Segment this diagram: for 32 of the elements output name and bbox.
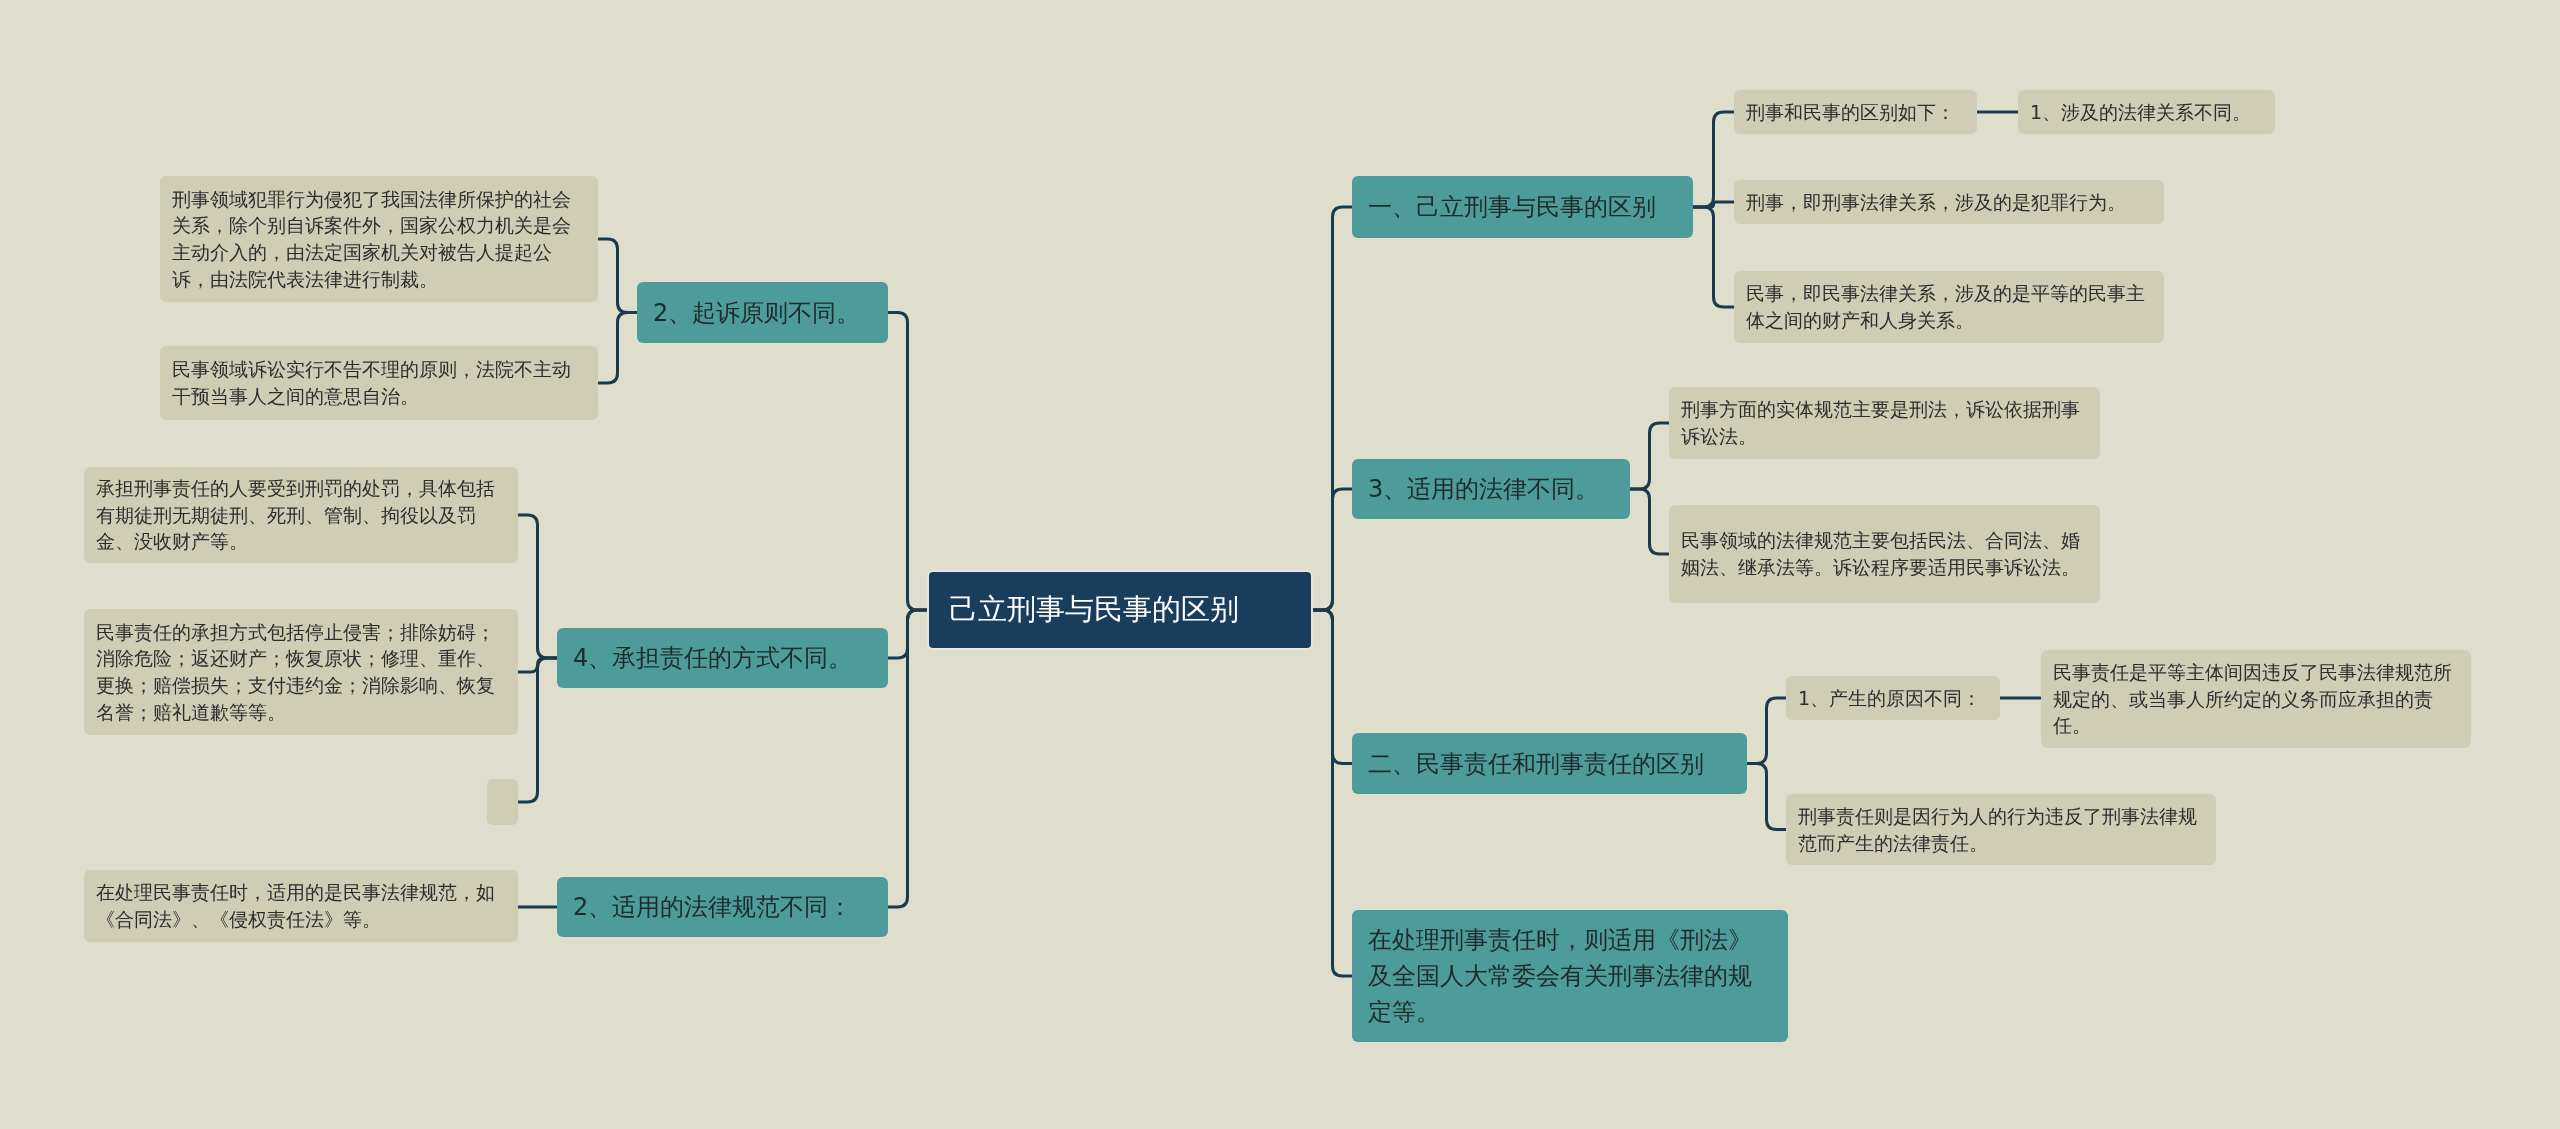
topic-box: 3、适用的法律不同。	[1352, 459, 1630, 519]
note-box: 刑事责任则是因行为人的行为违反了刑事法律规范而产生的法律责任。	[1786, 794, 2216, 865]
connector-line	[1693, 205, 1734, 309]
note-box: 1、涉及的法律关系不同。	[2018, 90, 2275, 134]
topic-box: 2、起诉原则不同。	[637, 282, 888, 343]
note-box: 民事，即民事法律关系，涉及的是平等的民事主体之间的财产和人身关系。	[1734, 271, 2164, 343]
note-box: 刑事，即刑事法律关系，涉及的是犯罪行为。	[1734, 180, 2164, 224]
connector-line	[518, 905, 557, 909]
note-box: 刑事方面的实体规范主要是刑法，诉讼依据刑事诉讼法。	[1669, 387, 2100, 459]
connector-line	[2000, 696, 2041, 700]
topic-box: 二、民事责任和刑事责任的区别	[1352, 733, 1747, 794]
note-box: 刑事和民事的区别如下：	[1734, 90, 1977, 134]
note-box: 在处理民事责任时，适用的是民事法律规范，如《合同法》、《侵权责任法》等。	[84, 870, 518, 942]
note-box: 刑事领域犯罪行为侵犯了我国法律所保护的社会关系，除个别自诉案件外，国家公权力机关是会主动介入的，由法定国家机关对被告人提起公诉，由法院代表法律进行制裁。	[160, 176, 598, 302]
topic-box: 一、己立刑事与民事的区别	[1352, 176, 1693, 238]
connector-line	[1977, 110, 2018, 114]
topic-box: 在处理刑事责任时，则适用《刑法》及全国人大常委会有关刑事法律的规定等。	[1352, 910, 1788, 1042]
note-box: 承担刑事责任的人要受到刑罚的处罚，具体包括有期徒刑无期徒刑、死刑、管制、拘役以及罚金、没收财产等。	[84, 467, 518, 563]
note-box: 民事责任是平等主体间因违反了民事法律规范所规定的、或当事人所约定的义务而应承担的责任。	[2041, 650, 2471, 748]
topic-box: 4、承担责任的方式不同。	[557, 628, 888, 688]
root-topic-box: 己立刑事与民事的区别	[927, 570, 1313, 650]
connector-line	[598, 311, 637, 385]
note-box: 民事领域诉讼实行不告不理的原则，法院不主动干预当事人之间的意思自治。	[160, 346, 598, 420]
connector-line	[888, 608, 927, 909]
note-box: 民事领域的法律规范主要包括民法、合同法、婚姻法、继承法等。诉讼程序要适用民事诉讼法。	[1669, 505, 2100, 603]
connector-line	[1630, 487, 1669, 556]
connector-line	[1313, 608, 1352, 978]
connector-line	[1747, 762, 1786, 831]
note-box: 民事责任的承担方式包括停止侵害；排除妨碍；消除危险；返还财产；恢复原状；修理、重作、更换；赔偿损失；支付违约金；消除影响、恢复名誉；赔礼道歉等等。	[84, 609, 518, 735]
note-box: 1、产生的原因不同：	[1786, 676, 2000, 720]
topic-box: 2、适用的法律规范不同：	[557, 877, 888, 937]
empty-box	[487, 779, 518, 825]
